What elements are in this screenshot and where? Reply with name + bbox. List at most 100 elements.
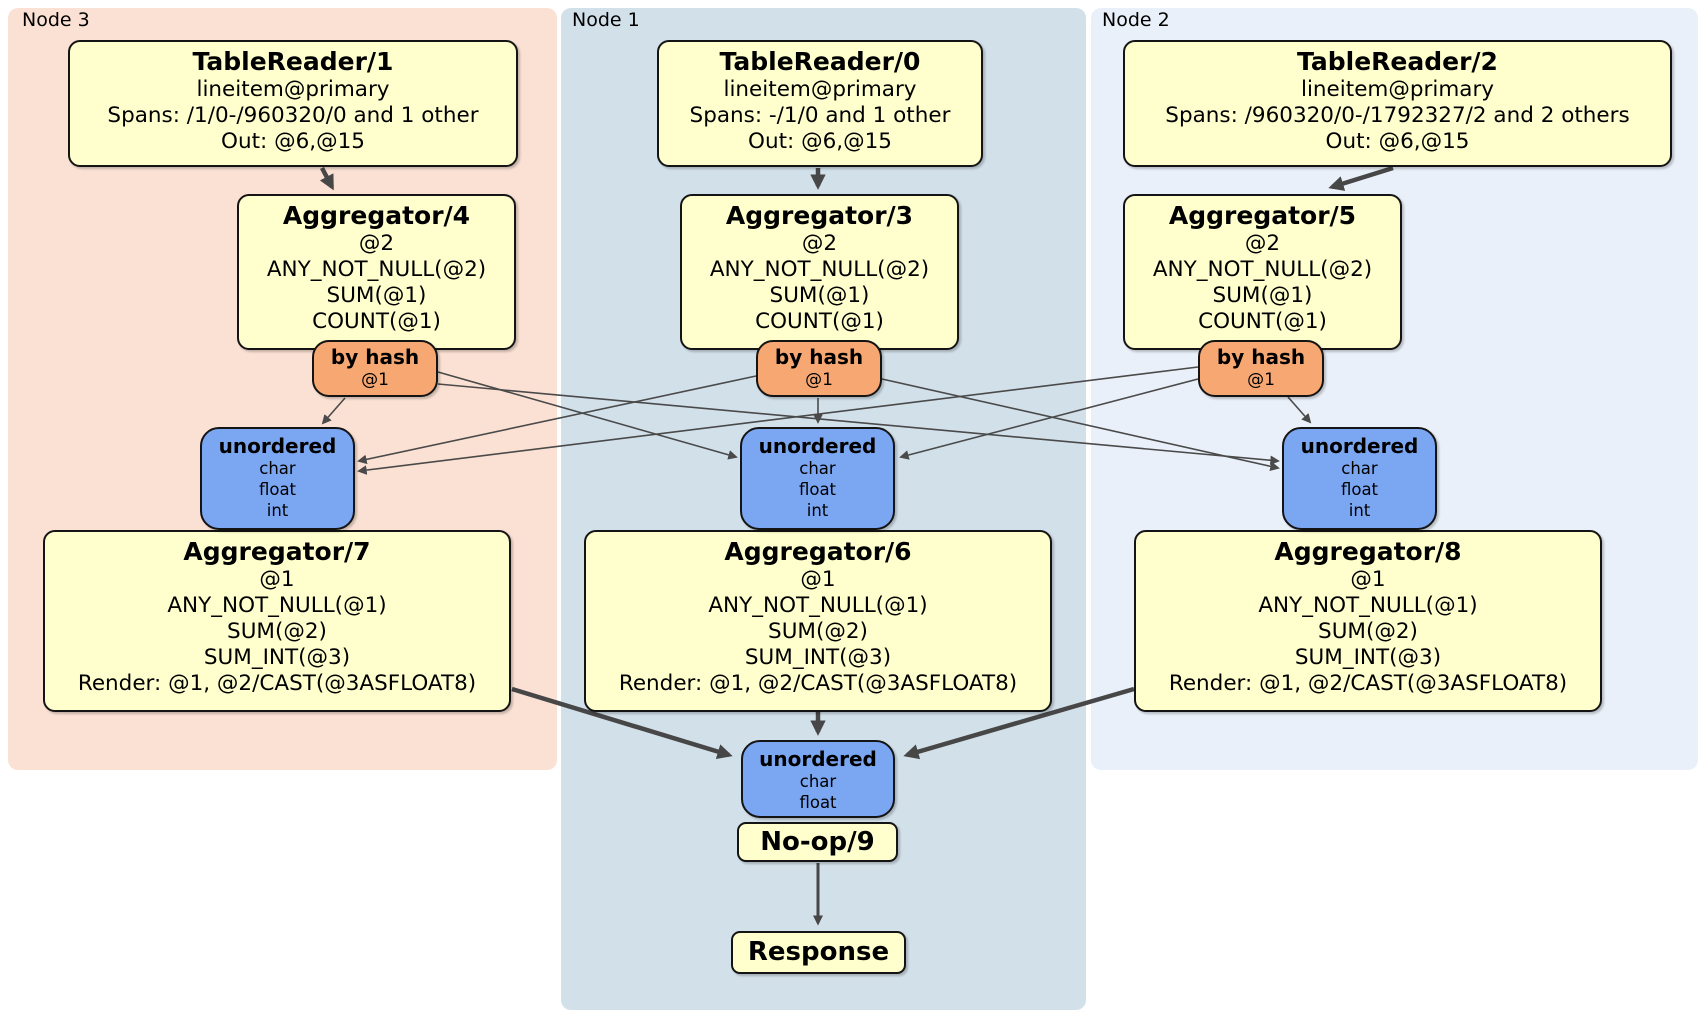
edge-tablereader2-aggregator5 [1328, 165, 1394, 191]
processor-line: Spans: /960320/0-/1792327/2 and 2 others [1165, 103, 1630, 128]
processor-line: Spans: /1/0-/960320/0 and 1 other [107, 103, 479, 128]
sync-line: char [799, 772, 837, 791]
router-title: by hash [1216, 345, 1306, 369]
sync-unordered-node3: unordered char float int [200, 427, 355, 530]
response-box: Response [731, 931, 906, 974]
sync-line: float [799, 793, 837, 812]
processor-aggregator-7: Aggregator/7 @1 ANY_NOT_NULL(@1) SUM(@2)… [43, 530, 511, 712]
processor-line: ANY_NOT_NULL(@2) [1152, 257, 1373, 282]
processor-line: Out: @6,@15 [1325, 129, 1470, 154]
processor-line: SUM_INT(@3) [203, 645, 351, 670]
sync-line: int [806, 501, 829, 520]
processor-tablereader-1: TableReader/1 lineitem@primary Spans: /1… [68, 40, 518, 167]
processor-title: TableReader/1 [192, 47, 394, 76]
edge-byhash2-unordered3 [357, 366, 1199, 475]
processor-title: Aggregator/6 [724, 537, 912, 566]
sync-line: float [258, 480, 297, 499]
processor-title: Aggregator/5 [1168, 201, 1357, 230]
router-line: @1 [361, 370, 389, 390]
processor-line: SUM_INT(@3) [744, 645, 892, 670]
edge-aggregator7-final-unordered [511, 686, 733, 759]
sync-title: unordered [1300, 434, 1419, 458]
processor-line: ANY_NOT_NULL(@2) [709, 257, 930, 282]
processor-tablereader-0: TableReader/0 lineitem@primary Spans: -/… [657, 40, 983, 167]
processor-line: SUM(@2) [768, 619, 868, 644]
processor-tablereader-2: TableReader/2 lineitem@primary Spans: /9… [1123, 40, 1672, 167]
processor-line: lineitem@primary [723, 77, 917, 102]
processor-line: @1 [259, 567, 295, 592]
processor-line: Out: @6,@15 [748, 129, 892, 154]
processor-line: Out: @6,@15 [221, 129, 365, 154]
edge-byhash3-unordered1 [437, 371, 738, 460]
processor-line: COUNT(@1) [312, 309, 441, 334]
node2-label: Node 2 [1102, 9, 1170, 31]
processor-line: Spans: -/1/0 and 1 other [689, 103, 951, 128]
sync-unordered-node2: unordered char float int [1282, 427, 1437, 530]
router-by-hash-node3: by hash @1 [312, 340, 438, 397]
processor-line: Render: @1, @2/CAST(@3ASFLOAT8) [1168, 671, 1568, 696]
processor-line: SUM(@2) [1318, 619, 1418, 644]
edge-tablereader1-aggregator4 [319, 166, 334, 191]
router-line: @1 [805, 370, 833, 390]
edge-byhash2-unordered2 [1287, 396, 1312, 424]
router-line: @1 [1247, 370, 1275, 390]
processor-line: @2 [358, 231, 395, 256]
processor-line: Render: @1, @2/CAST(@3ASFLOAT8) [77, 671, 477, 696]
processor-line: SUM(@1) [769, 283, 870, 308]
processor-line: Render: @1, @2/CAST(@3ASFLOAT8) [618, 671, 1018, 696]
edge-byhash2-unordered1 [899, 378, 1199, 460]
processor-title: Aggregator/7 [183, 537, 371, 566]
sync-line: int [1348, 501, 1371, 520]
sync-title: unordered [218, 434, 337, 458]
processor-line: SUM_INT(@3) [1294, 645, 1442, 670]
processor-title: TableReader/0 [719, 47, 921, 76]
processor-title: Aggregator/8 [1274, 537, 1462, 566]
processor-title: Aggregator/3 [725, 201, 914, 230]
sync-line: float [798, 480, 837, 499]
processor-title: Aggregator/4 [282, 201, 471, 230]
processor-noop-9: No-op/9 [737, 822, 898, 862]
processor-line: SUM(@1) [326, 283, 427, 308]
router-title: by hash [330, 345, 420, 369]
processor-line: lineitem@primary [196, 77, 390, 102]
processor-aggregator-6: Aggregator/6 @1 ANY_NOT_NULL(@1) SUM(@2)… [584, 530, 1052, 712]
processor-aggregator-3: Aggregator/3 @2 ANY_NOT_NULL(@2) SUM(@1)… [680, 194, 959, 350]
processor-line: lineitem@primary [1300, 77, 1495, 102]
sync-line: float [1340, 480, 1379, 499]
processor-line: @1 [1350, 567, 1386, 592]
edge-byhash1-unordered3 [357, 375, 757, 465]
processor-aggregator-8: Aggregator/8 @1 ANY_NOT_NULL(@1) SUM(@2)… [1134, 530, 1602, 712]
sync-line: char [259, 459, 296, 478]
sync-line: char [1341, 459, 1378, 478]
edge-byhash3-unordered3 [321, 397, 346, 425]
sync-line: int [266, 501, 289, 520]
sync-unordered-final: unordered char float [741, 740, 895, 818]
edge-byhash3-unordered2 [437, 383, 1280, 466]
sync-line: char [799, 459, 836, 478]
processor-line: COUNT(@1) [1198, 309, 1327, 334]
sync-title: unordered [758, 434, 877, 458]
processor-aggregator-5: Aggregator/5 @2 ANY_NOT_NULL(@2) SUM(@1)… [1123, 194, 1402, 350]
edge-aggregator8-final-unordered [903, 686, 1135, 760]
sync-title: unordered [759, 747, 877, 771]
edge-byhash1-unordered2 [881, 378, 1280, 471]
node3-label: Node 3 [22, 9, 90, 31]
processor-aggregator-4: Aggregator/4 @2 ANY_NOT_NULL(@2) SUM(@1)… [237, 194, 516, 350]
processor-line: ANY_NOT_NULL(@1) [708, 593, 928, 618]
processor-title: TableReader/2 [1297, 47, 1498, 76]
processor-line: @2 [801, 231, 838, 256]
sync-unordered-node1: unordered char float int [740, 427, 895, 530]
processor-line: ANY_NOT_NULL(@1) [167, 593, 387, 618]
node1-label: Node 1 [572, 9, 640, 31]
processor-line: ANY_NOT_NULL(@1) [1258, 593, 1478, 618]
processor-line: SUM(@2) [227, 619, 327, 644]
router-title: by hash [774, 345, 864, 369]
router-by-hash-node2: by hash @1 [1198, 340, 1324, 397]
processor-line: ANY_NOT_NULL(@2) [266, 257, 487, 282]
router-by-hash-node1: by hash @1 [756, 340, 882, 397]
processor-line: @1 [800, 567, 836, 592]
processor-line: @2 [1244, 231, 1281, 256]
processor-line: SUM(@1) [1212, 283, 1313, 308]
